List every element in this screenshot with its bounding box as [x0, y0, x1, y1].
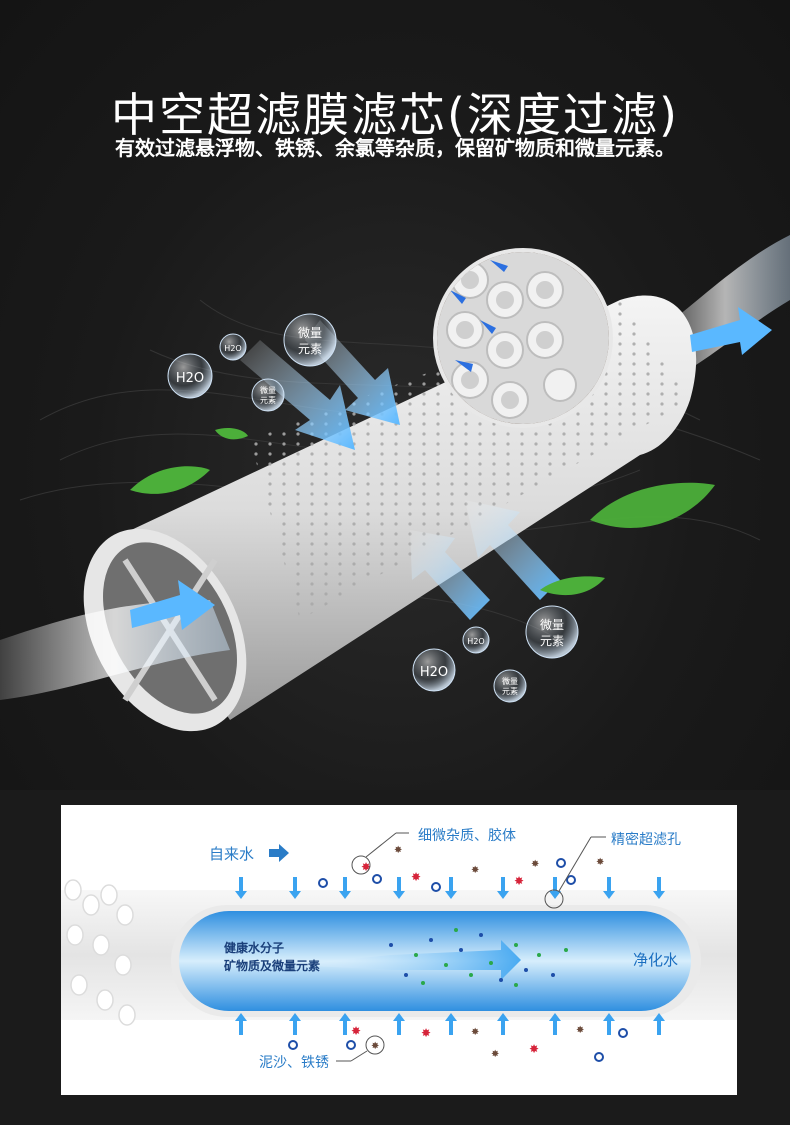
svg-text:元素: 元素 [298, 342, 322, 356]
svg-text:H2O: H2O [176, 371, 204, 386]
svg-text:微量: 微量 [298, 326, 322, 340]
svg-text:H2O: H2O [467, 637, 484, 646]
fiber-ends [64, 879, 136, 1026]
svg-text:元素: 元素 [260, 395, 276, 405]
svg-text:✸: ✸ [491, 1049, 499, 1060]
inlet-water-stream [0, 600, 230, 700]
inlet-label: 自来水 [209, 845, 255, 863]
impurity-particles-top: ✸ ✸ ✸ ✸ ✸ ✸ ✸ [318, 832, 606, 909]
svg-text:H2O: H2O [420, 665, 448, 680]
molecule-dots [389, 928, 568, 987]
bottom-inflow-arrows [235, 1013, 665, 1035]
inlet-arrow-icon [269, 844, 289, 862]
svg-text:元素: 元素 [502, 686, 518, 696]
svg-text:微量: 微量 [502, 676, 518, 686]
svg-text:✸: ✸ [371, 1041, 379, 1052]
diagram-graphic: ✸ ✸ ✸ ✸ ✸ ✸ ✸ ✸ ✸ ✸ ✸ ✸ ✸ ✸ [61, 832, 737, 1062]
svg-text:✸: ✸ [471, 1027, 479, 1038]
inner-label-minerals: 矿物质及微量元素 [224, 959, 321, 973]
pore-label: 精密超滤孔 [611, 832, 681, 848]
outlet-label: 净化水 [633, 951, 679, 969]
top-inflow-arrows [235, 877, 665, 899]
trace-element-bubble-small: 微量 元素 [251, 378, 285, 412]
svg-text:✸: ✸ [394, 845, 402, 856]
page-subtitle: 有效过滤悬浮物、铁锈、余氯等杂质，保留矿物质和微量元素。 [115, 136, 675, 160]
page-title: 中空超滤膜滤芯(深度过滤) [111, 87, 679, 142]
h2o-bubble-bottom: H2O [412, 648, 456, 692]
svg-text:H2O: H2O [224, 344, 241, 353]
impurity-label: 细微杂质、胶体 [418, 828, 516, 844]
inner-label-water: 健康水分子 [224, 941, 285, 955]
svg-text:✸: ✸ [529, 1042, 539, 1056]
h2o-bubble-small: H2O [219, 333, 247, 361]
svg-text:微量: 微量 [540, 618, 564, 632]
svg-text:✸: ✸ [531, 859, 539, 870]
svg-text:✸: ✸ [471, 865, 479, 876]
h2o-bubble: H2O [167, 353, 213, 399]
svg-text:✸: ✸ [411, 870, 421, 884]
filter-illustration: H2O H2O 微量 元素 微量 元素 H2O 微量 元素 H2O [0, 235, 790, 732]
svg-text:✸: ✸ [361, 860, 371, 874]
leaf-decorations [130, 427, 715, 596]
svg-text:✸: ✸ [421, 1026, 431, 1040]
svg-text:✸: ✸ [596, 857, 604, 868]
trace-element-bubble-bottom-small: 微量 元素 [493, 669, 527, 703]
bubble-group: H2O H2O 微量 元素 微量 元素 H2O 微量 元素 H2O [167, 313, 579, 703]
filtration-diagram: ✸ ✸ ✸ ✸ ✸ ✸ ✸ ✸ ✸ ✸ ✸ ✸ ✸ ✸ [61, 805, 737, 1095]
svg-text:微量: 微量 [260, 385, 276, 395]
svg-text:元素: 元素 [540, 634, 564, 648]
sediment-label: 泥沙、铁锈 [259, 1055, 329, 1071]
water-arrows [130, 307, 772, 630]
impurity-particles-bottom: ✸ ✸ ✸ ✸ ✸ ✸ ✸ [288, 1024, 628, 1062]
magnified-fiber-view [433, 248, 613, 428]
svg-text:✸: ✸ [514, 874, 524, 888]
h2o-bubble-bottom-small: H2O [462, 626, 490, 654]
svg-text:✸: ✸ [351, 1024, 361, 1038]
svg-text:✸: ✸ [576, 1025, 584, 1036]
trace-element-bubble-bottom: 微量 元素 [525, 605, 579, 659]
trace-element-bubble: 微量 元素 [283, 313, 337, 367]
